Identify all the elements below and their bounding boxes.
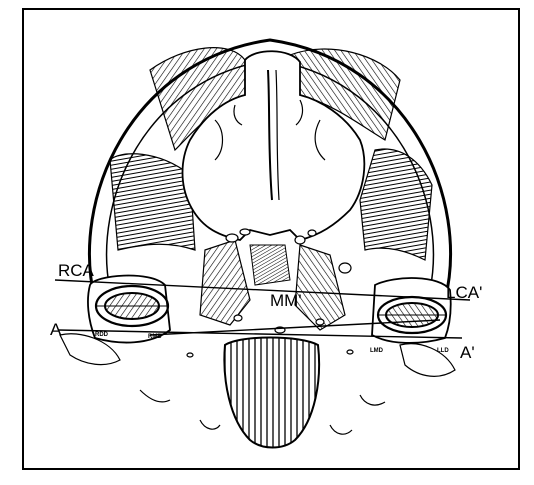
label-rca: RCA bbox=[58, 261, 95, 280]
label-lld: LLD bbox=[437, 348, 449, 354]
label-rmd: RMD bbox=[148, 334, 162, 340]
label-a-prime: A' bbox=[460, 343, 475, 362]
label-mm: MM' bbox=[270, 291, 302, 310]
label-rdd: RDD bbox=[95, 332, 109, 338]
label-lca: LCA' bbox=[446, 283, 482, 302]
label-a: A bbox=[50, 320, 62, 339]
central-dense-area bbox=[250, 245, 290, 285]
label-lmd: LMD bbox=[370, 348, 384, 354]
